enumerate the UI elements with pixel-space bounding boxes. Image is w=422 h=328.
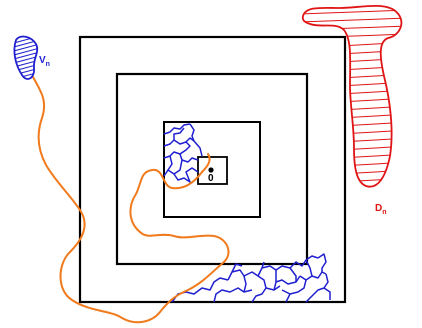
blue-cluster-inner (164, 124, 202, 182)
blue-cluster-bottom (172, 254, 330, 302)
d-region (300, 2, 410, 190)
origin-label: 0 (208, 173, 214, 184)
v-label: Vn (39, 55, 50, 68)
orange-path (33, 77, 229, 322)
d-label: Dn (375, 203, 387, 216)
origin-point (208, 167, 213, 172)
